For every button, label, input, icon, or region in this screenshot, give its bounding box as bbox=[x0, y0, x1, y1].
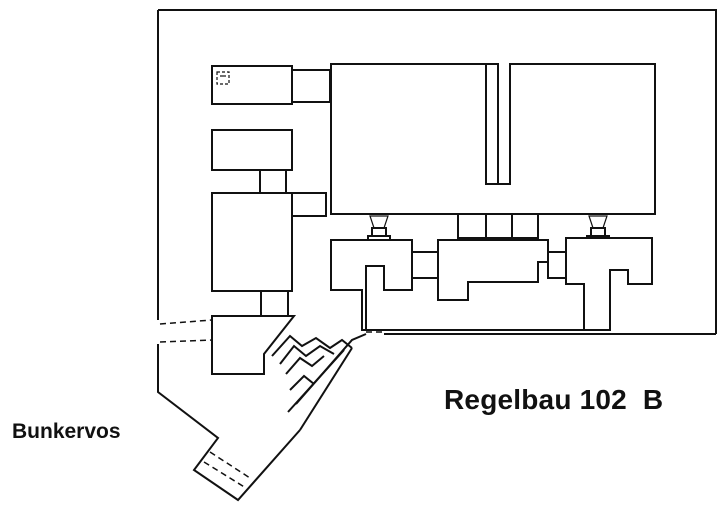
main-block bbox=[330, 63, 656, 215]
stove-symbol-icon bbox=[216, 71, 230, 85]
ventilation-periscope-icon bbox=[367, 215, 391, 242]
diagram-credit: Bunkervos bbox=[12, 420, 121, 443]
diagram-title: Regelbau 102 B bbox=[444, 384, 664, 415]
left-rooms bbox=[211, 65, 331, 316]
lower-band bbox=[330, 237, 653, 333]
connector-strip bbox=[457, 213, 539, 239]
outer-enclosure bbox=[157, 9, 717, 502]
entrance-wing bbox=[159, 315, 367, 489]
